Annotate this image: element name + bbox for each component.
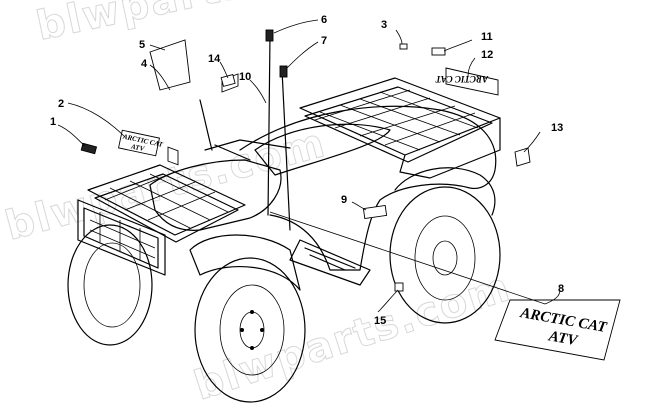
callout-1: 1 (50, 116, 56, 128)
leader-10 (249, 79, 267, 104)
callout-14: 14 (208, 53, 221, 65)
leader-13 (523, 131, 541, 153)
decal-13 (514, 147, 531, 167)
decal-15 (394, 282, 404, 292)
leader-12 (467, 57, 476, 77)
callout-labels: 1 2 3 4 5 6 7 8 9 10 11 12 13 14 15 (50, 14, 564, 327)
decal-side-logo (494, 299, 621, 361)
frame-post-right (281, 69, 291, 231)
rear-right-wheel (389, 186, 501, 324)
decal-7 (279, 65, 288, 78)
atv-drawing (67, 34, 501, 403)
decal-12 (445, 67, 499, 96)
front-left-wheel (67, 224, 153, 346)
decal-side-logo-line2: ATV (547, 328, 581, 349)
callout-10: 10 (239, 71, 251, 83)
seat (254, 123, 391, 176)
rear-body (239, 105, 497, 271)
decal-4 (167, 146, 179, 166)
callout-3: 3 (381, 19, 387, 31)
callout-5: 5 (139, 39, 145, 51)
leader-11 (443, 39, 473, 52)
front-body (149, 159, 282, 231)
leader-7 (286, 41, 319, 69)
callout-4: 4 (141, 58, 148, 70)
rear-rack (299, 77, 501, 179)
leader-2 (67, 102, 126, 138)
leader-lines (57, 19, 561, 313)
leader-6 (273, 19, 319, 34)
leader-14 (219, 61, 229, 79)
decal-6 (265, 29, 274, 42)
decal-5 (149, 39, 191, 91)
callout-8: 8 (558, 283, 564, 295)
leader-1 (57, 124, 86, 147)
front-bumper (77, 199, 166, 276)
decal-3 (399, 43, 408, 50)
leader-9 (351, 201, 367, 211)
handlebar (199, 99, 291, 161)
front-right-wheel (194, 257, 306, 403)
decal-12-text: ARCTIC CAT (435, 74, 489, 84)
leader-4 (149, 64, 171, 91)
decals: ARCTIC CAT ATV ARCTIC CAT ARCTIC CAT ATV (80, 29, 621, 361)
callout-13: 13 (551, 122, 563, 134)
leader-15 (377, 289, 399, 313)
front-rack (87, 164, 246, 243)
leader-3 (395, 29, 403, 45)
rear-fender-line (394, 167, 496, 216)
callout-7: 7 (321, 35, 327, 47)
decal-9 (362, 205, 388, 219)
front-fender (189, 234, 301, 291)
decal-11 (431, 47, 446, 56)
callout-12: 12 (481, 49, 493, 61)
callout-9: 9 (341, 194, 347, 206)
watermark-text-top: blwparts.com (33, 0, 365, 50)
decal-front-logo (118, 129, 160, 157)
decal-front-logo-line2: ATV (129, 142, 146, 153)
callout-2: 2 (58, 98, 64, 110)
callout-6: 6 (321, 14, 327, 26)
callout-15: 15 (374, 315, 386, 327)
leader-5 (149, 44, 166, 51)
leader-8 (269, 211, 561, 305)
callout-11: 11 (481, 31, 493, 43)
footwell (289, 239, 371, 286)
frame-post-left (267, 34, 271, 216)
